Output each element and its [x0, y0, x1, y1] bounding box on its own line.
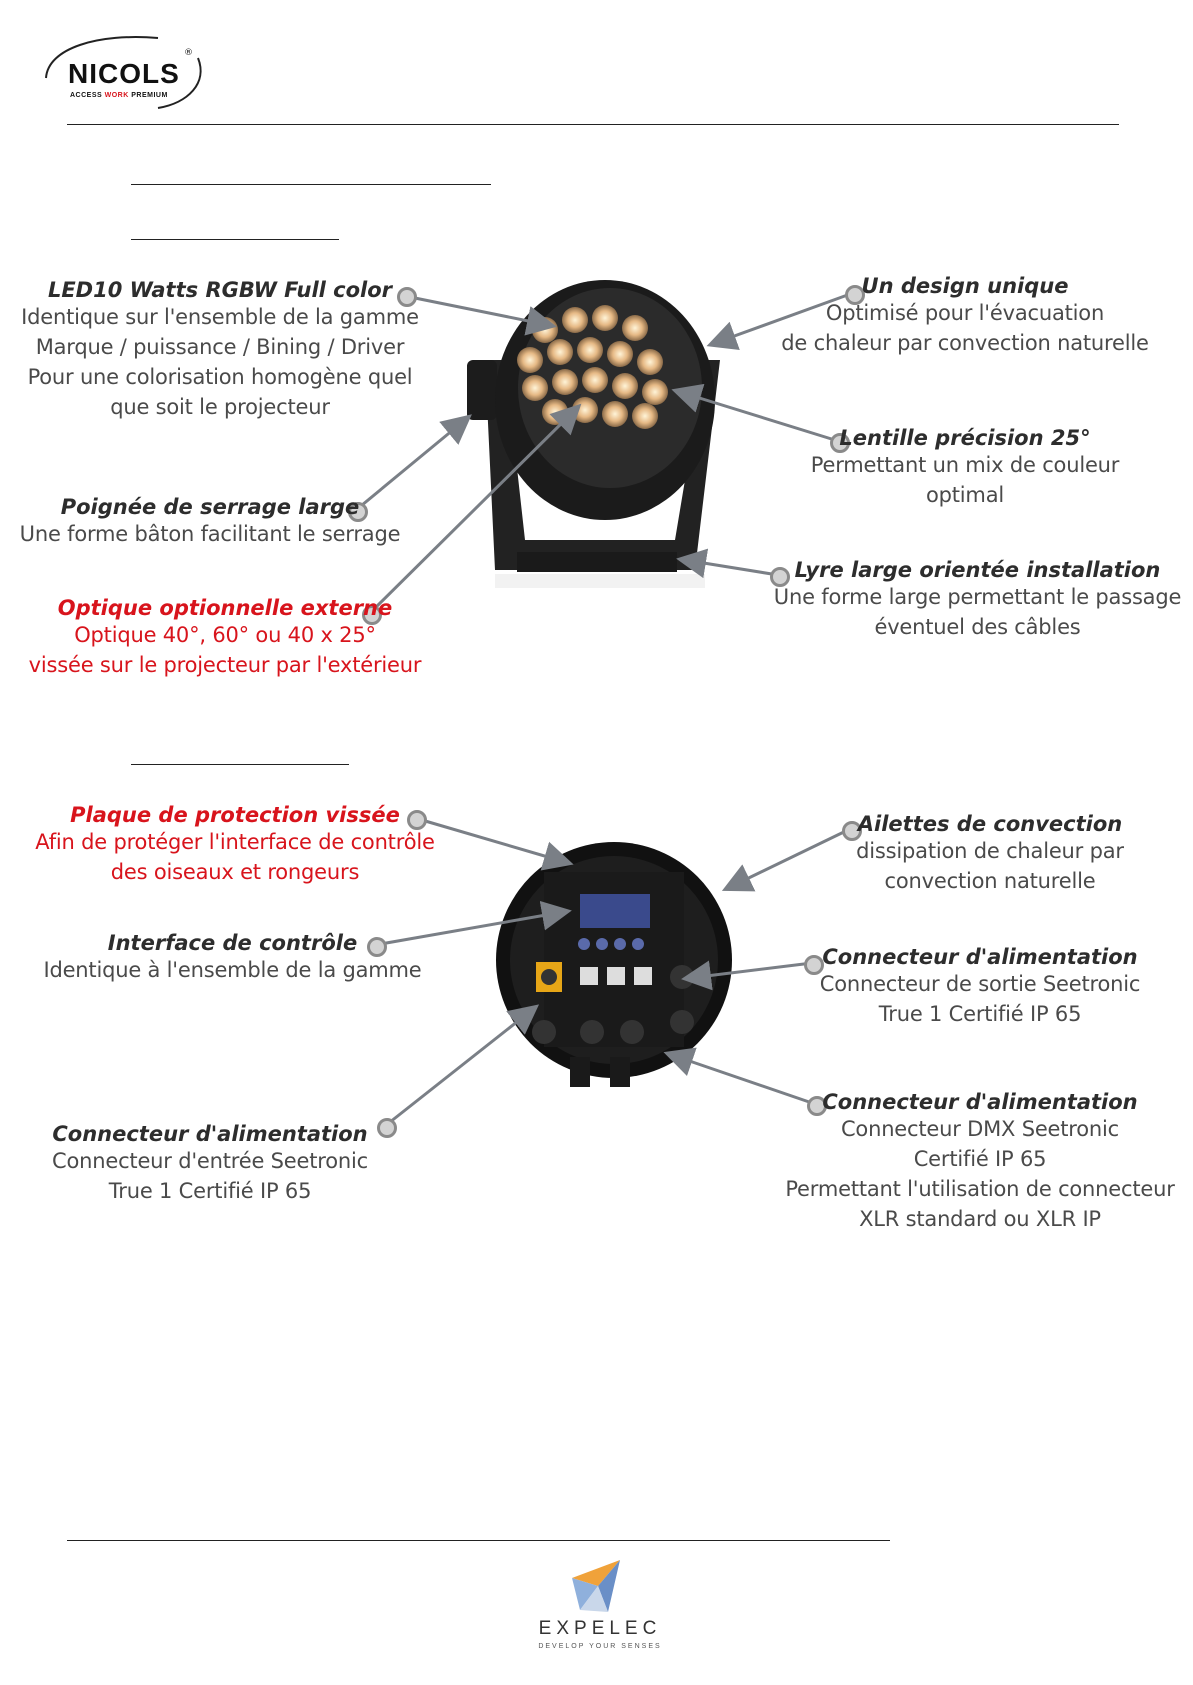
- heading-underline-1: [131, 184, 491, 185]
- callout-design: Un design unique Optimisé pour l'évacuat…: [760, 274, 1170, 358]
- callout-conn-in-text: Connecteur d'entrée Seetronic True 1 Cer…: [52, 1149, 368, 1203]
- led-lens-icon: [562, 307, 588, 333]
- callout-plaque-text: Afin de protéger l'interface de contrôle…: [35, 830, 435, 884]
- callout-dot-interface: [367, 937, 387, 957]
- led-lens-icon: [637, 349, 663, 375]
- callout-dot-led: [397, 287, 417, 307]
- callout-conn-dmx: Connecteur d'alimentation Connecteur DMX…: [770, 1090, 1190, 1234]
- led-lens-icon: [582, 367, 608, 393]
- callout-conn-out-text: Connecteur de sortie Seetronic True 1 Ce…: [819, 972, 1141, 1026]
- callout-conn-dmx-title: Connecteur d'alimentation: [822, 1090, 1138, 1114]
- callout-dot-design: [845, 285, 865, 305]
- heading-underline-3: [131, 764, 349, 765]
- callout-optique: Optique optionnelle externe Optique 40°,…: [25, 596, 425, 680]
- led-lens-icon: [547, 339, 573, 365]
- callout-optique-title: Optique optionnelle externe: [57, 596, 393, 620]
- callout-ailettes-text: dissipation de chaleur par convection na…: [856, 839, 1124, 893]
- callout-interface: Interface de contrôle Identique à l'ense…: [30, 931, 435, 985]
- callout-conn-in-title: Connecteur d'alimentation: [52, 1122, 368, 1146]
- callout-dot-poignee: [348, 502, 368, 522]
- led-lens-icon: [642, 379, 668, 405]
- callout-lentille-title: Lentille précision 25°: [839, 426, 1091, 450]
- callout-dot-plaque: [407, 810, 427, 830]
- callout-conn-dmx-text: Connecteur DMX Seetronic Certifié IP 65 …: [785, 1117, 1175, 1231]
- logo-brand: NICOLS: [68, 58, 180, 89]
- led-lens-icon: [612, 373, 638, 399]
- led-lens-icon: [607, 341, 633, 367]
- callout-dot-conn-in: [377, 1118, 397, 1138]
- led-lens-icon: [522, 375, 548, 401]
- led-lens-icon: [517, 347, 543, 373]
- front-projector-image: [467, 280, 720, 588]
- callout-ailettes-title: Ailettes de convection: [857, 812, 1123, 836]
- nicols-logo: NICOLS ® ACCESS WORK PREMIUM: [38, 28, 218, 118]
- callout-led-title: LED10 Watts RGBW Full color: [47, 278, 393, 302]
- callout-optique-text: Optique 40°, 60° ou 40 x 25° vissée sur …: [28, 623, 422, 677]
- callout-dot-optique: [362, 605, 382, 625]
- callout-conn-out-title: Connecteur d'alimentation: [822, 945, 1138, 969]
- logo-tagline: ACCESS WORK PREMIUM: [70, 92, 168, 99]
- callout-ailettes: Ailettes de convection dissipation de ch…: [810, 812, 1170, 896]
- led-lens-icon: [602, 401, 628, 427]
- callout-lentille-text: Permettant un mix de couleur optimal: [810, 453, 1120, 507]
- led-lens-icon: [577, 337, 603, 363]
- logo-swoosh-icon: [45, 36, 202, 109]
- footer-tagline: DEVELOP YOUR SENSES: [538, 1643, 662, 1650]
- callout-lyre-title: Lyre large orientée installation: [794, 558, 1161, 582]
- callout-dot-conn-dmx: [807, 1096, 827, 1116]
- callout-dot-ailettes: [842, 821, 862, 841]
- callout-design-text: Optimisé pour l'évacuation de chaleur pa…: [781, 301, 1149, 355]
- led-lens-icon: [632, 403, 658, 429]
- callout-poignee: Poignée de serrage large Une forme bâton…: [10, 495, 410, 549]
- callout-lyre-text: Une forme large permettant le passage év…: [773, 585, 1182, 639]
- callout-plaque-title: Plaque de protection vissée: [70, 803, 400, 827]
- led-lens-icon: [592, 305, 618, 331]
- expelec-star-icon: [572, 1560, 620, 1612]
- callout-lentille: Lentille précision 25° Permettant un mix…: [785, 426, 1145, 510]
- callout-dot-lyre: [770, 567, 790, 587]
- callout-lyre: Lyre large orientée installation Une for…: [765, 558, 1190, 642]
- logo-registered: ®: [184, 48, 193, 58]
- callout-led-text: Identique sur l'ensemble de la gamme Mar…: [21, 305, 419, 419]
- led-lens-icon: [622, 315, 648, 341]
- callout-poignee-title: Poignée de serrage large: [60, 495, 360, 519]
- callout-conn-out: Connecteur d'alimentation Connecteur de …: [790, 945, 1170, 1029]
- callout-plaque: Plaque de protection vissée Afin de prot…: [15, 803, 455, 887]
- callout-interface-text: Identique à l'ensemble de la gamme: [43, 958, 422, 982]
- callout-dot-lentille: [830, 433, 850, 453]
- led-lens-icon: [552, 369, 578, 395]
- footer-rule: [67, 1540, 890, 1541]
- footer-brand: EXPELEC: [538, 1618, 662, 1639]
- heading-underline-2: [131, 239, 339, 240]
- callout-led: LED10 Watts RGBW Full color Identique su…: [20, 278, 420, 422]
- callout-design-title: Un design unique: [861, 274, 1069, 298]
- callout-poignee-text: Une forme bâton facilitant le serrage: [19, 522, 401, 546]
- header-rule: [67, 124, 1119, 125]
- callout-conn-in: Connecteur d'alimentation Connecteur d'e…: [20, 1122, 400, 1206]
- callout-interface-title: Interface de contrôle: [107, 931, 358, 955]
- callout-dot-conn-out: [804, 955, 824, 975]
